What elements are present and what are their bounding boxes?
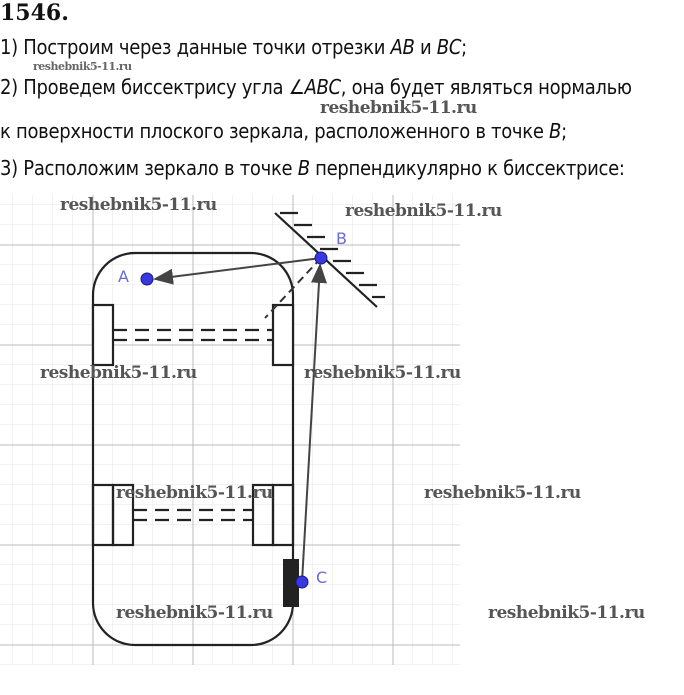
observer-block [283, 559, 299, 607]
watermark: reshebnik5-11.ru [116, 483, 273, 503]
step-text: 1) Построим через данные точки отрезки [0, 35, 391, 59]
watermark: reshebnik5-11.ru [424, 483, 581, 503]
watermark: reshebnik5-11.ru [33, 60, 132, 73]
step-text: к поверхности плоского зеркала, располож… [0, 119, 550, 143]
step-text: и [414, 35, 437, 59]
label-a: A [118, 267, 129, 286]
label-c: C [316, 568, 327, 587]
point-b-ref: B [549, 119, 562, 143]
grid [0, 195, 460, 665]
step-text: , она будет являться нормалью [340, 75, 632, 99]
mirror-diagram: A B C [0, 195, 460, 665]
step-2-cont: к поверхности плоского зеркала, располож… [0, 120, 567, 142]
step-1: 1) Построим через данные точки отрезки A… [0, 36, 467, 58]
step-text: ; [461, 35, 467, 59]
step-text: 3) Расположим зеркало в точке [0, 156, 298, 180]
step-3: 3) Расположим зеркало в точке B перпенди… [0, 157, 625, 179]
point-b [314, 251, 328, 265]
step-text: ; [561, 119, 567, 143]
watermark: reshebnik5-11.ru [320, 98, 477, 118]
point-c [295, 575, 309, 589]
ray-ba [153, 257, 322, 285]
step-2: 2) Проведем биссектрису угла ∠ABC, она б… [0, 76, 632, 98]
angle-abc: ∠ABC [288, 75, 341, 99]
watermark: reshebnik5-11.ru [304, 363, 461, 383]
point-b-ref: B [297, 156, 310, 180]
step-text: 2) Проведем биссектрису угла [0, 75, 289, 99]
label-b: B [336, 229, 347, 248]
point-a [140, 272, 154, 286]
step-text: перпендикулярно к биссектрисе: [309, 156, 625, 180]
car-outline [91, 251, 295, 647]
ray-cb [301, 263, 327, 583]
watermark: reshebnik5-11.ru [40, 363, 197, 383]
segment-ab: AB [390, 35, 415, 59]
problem-number: 1546. [0, 0, 69, 26]
watermark: reshebnik5-11.ru [60, 195, 217, 215]
segment-bc: BC [436, 35, 462, 59]
watermark: reshebnik5-11.ru [345, 201, 502, 221]
watermark: reshebnik5-11.ru [116, 603, 273, 623]
watermark: reshebnik5-11.ru [488, 603, 645, 623]
